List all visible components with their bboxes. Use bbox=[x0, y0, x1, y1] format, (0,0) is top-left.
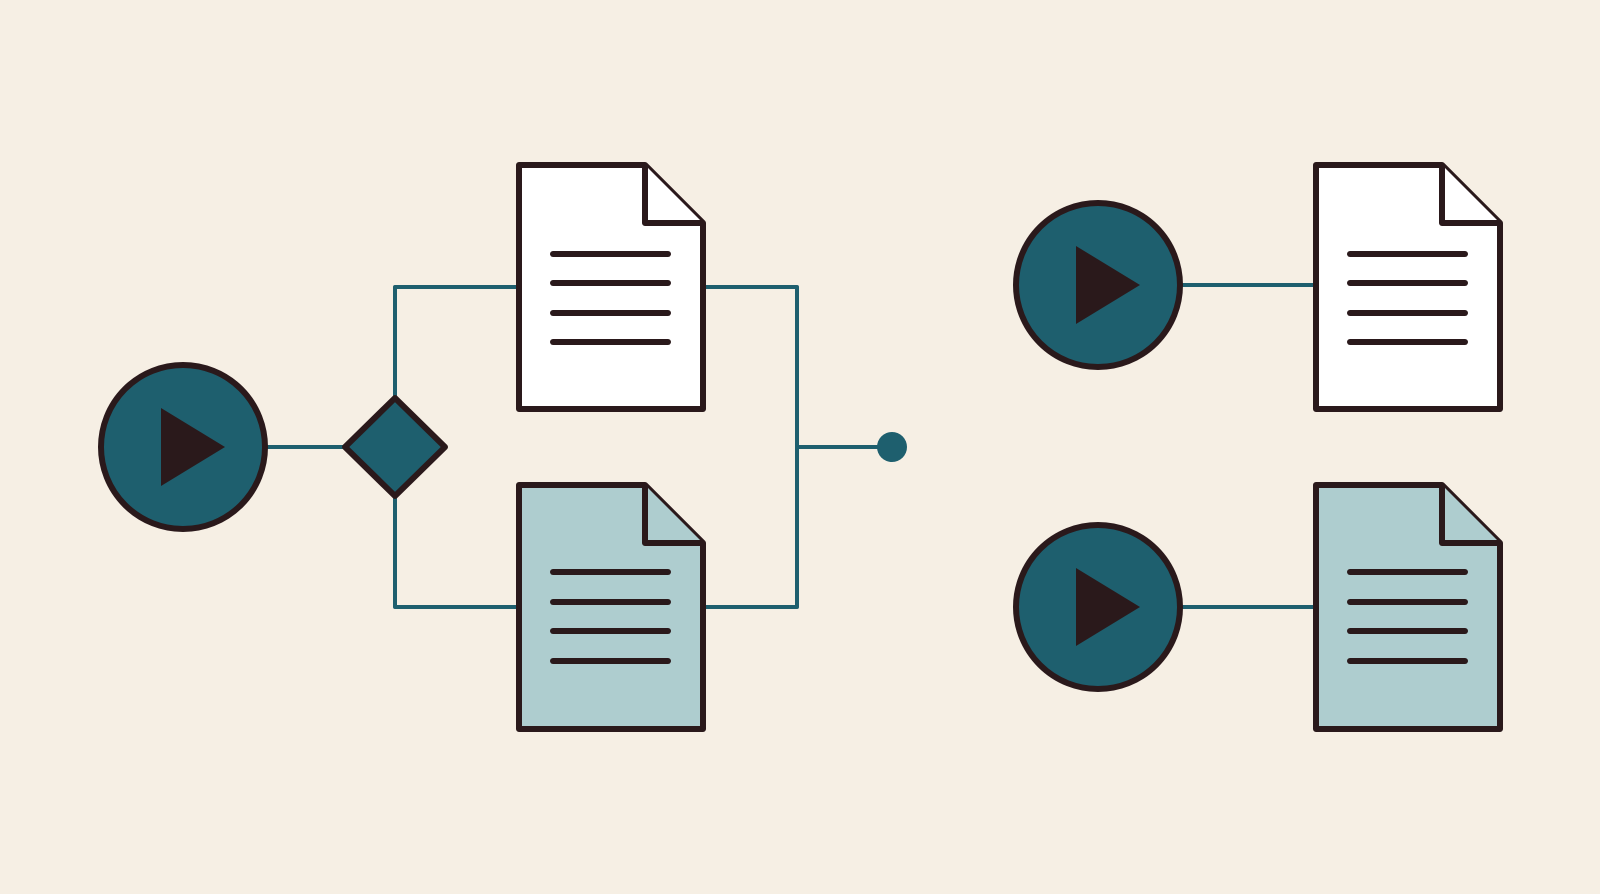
start-node-right-top bbox=[1013, 200, 1183, 370]
document-text-lines bbox=[1347, 569, 1468, 664]
connector-decision-to-top-doc bbox=[393, 285, 521, 400]
connectors-right-pairs bbox=[1178, 283, 1318, 609]
document-fold-icon bbox=[1439, 485, 1500, 546]
document-bottom-left bbox=[516, 482, 706, 732]
start-node-right-bottom bbox=[1013, 522, 1183, 692]
document-fold-icon bbox=[642, 485, 703, 546]
play-icon bbox=[161, 408, 225, 486]
document-fold-icon bbox=[642, 165, 703, 226]
connector-decision-to-bottom-doc bbox=[393, 494, 521, 609]
document-text-lines bbox=[550, 569, 671, 664]
end-dot-icon bbox=[877, 432, 907, 462]
document-text-lines bbox=[1347, 251, 1468, 345]
document-fold-icon bbox=[1439, 165, 1500, 226]
connectors-left-flow bbox=[262, 285, 882, 609]
document-text-lines bbox=[550, 251, 671, 345]
play-icon bbox=[1076, 246, 1140, 324]
document-top-right bbox=[1313, 162, 1503, 412]
play-icon bbox=[1076, 568, 1140, 646]
decision-diamond-icon bbox=[342, 395, 448, 499]
document-bottom-right bbox=[1313, 482, 1503, 732]
start-node-left bbox=[98, 362, 268, 532]
document-top-left bbox=[516, 162, 706, 412]
